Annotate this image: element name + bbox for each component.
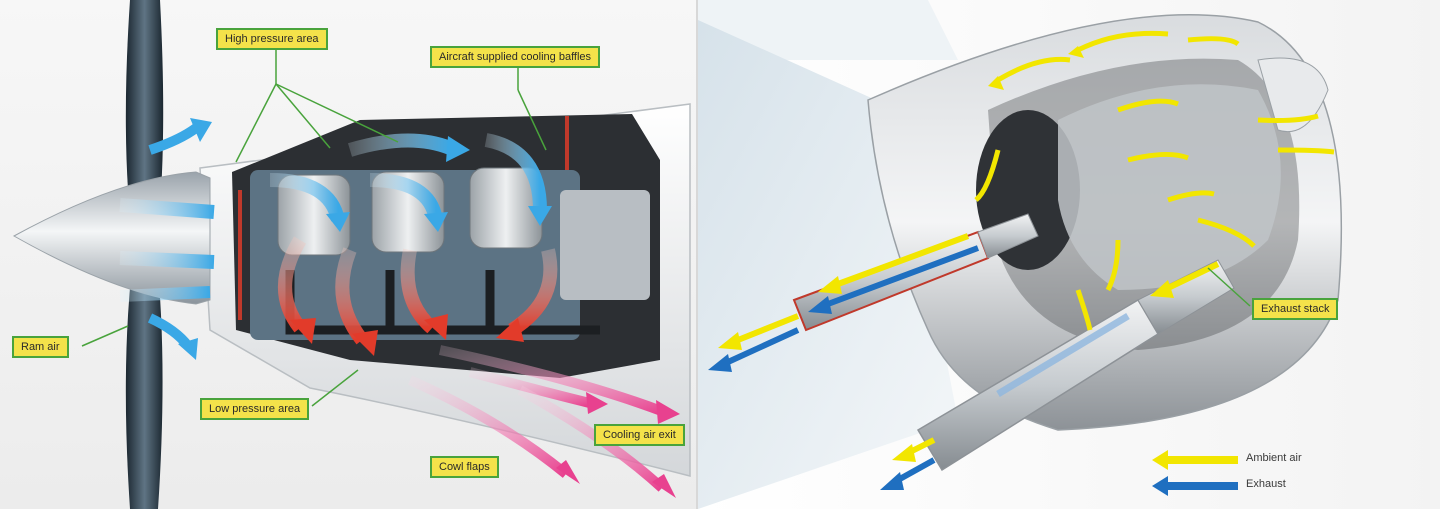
legend-ambient-air: Ambient air bbox=[1246, 452, 1302, 464]
hot-air-arrowhead bbox=[424, 314, 448, 340]
ram-air-arrowhead bbox=[190, 118, 212, 142]
hot-air-arrow bbox=[335, 247, 368, 345]
hot-air-arrow bbox=[400, 248, 437, 334]
cool-air-arrow bbox=[269, 173, 345, 222]
cowl-flaps-label: Cowl flaps bbox=[430, 456, 499, 478]
exit-air-arrow bbox=[468, 367, 596, 409]
high-pressure-area-label: High pressure area bbox=[216, 28, 328, 50]
engine-cooling-illustration bbox=[12, 0, 691, 509]
exit-air-arrowhead bbox=[652, 474, 676, 498]
panel-divider bbox=[696, 0, 698, 509]
wing-upper bbox=[698, 0, 958, 60]
exit-air-arrowhead bbox=[556, 460, 580, 484]
ram-air-arrow bbox=[148, 123, 199, 155]
cooling-baffles-label: Aircraft supplied cooling baffles bbox=[430, 46, 601, 68]
hot-air-arrowhead bbox=[290, 318, 316, 344]
exit-air-arrow bbox=[438, 345, 666, 417]
cool-air-arrow bbox=[347, 133, 453, 157]
ram-air-arrow bbox=[119, 251, 215, 269]
exhaust-system-diagram: Exhaust stack Ambient air Exhaust bbox=[698, 0, 1440, 509]
legend-ambient-arrow bbox=[1152, 450, 1238, 470]
exhaust-stack-upper-joint bbox=[977, 213, 1039, 259]
exhaust-stack-label: Exhaust stack bbox=[1252, 298, 1339, 320]
spinner bbox=[12, 171, 211, 305]
cool-air-arrow bbox=[484, 133, 547, 211]
ram-air-arrow bbox=[119, 286, 211, 302]
exit-air-arrow bbox=[407, 375, 570, 478]
engine-accessory-section bbox=[560, 190, 650, 300]
ram-air-arrow bbox=[119, 198, 215, 219]
hot-air-arrowhead bbox=[352, 330, 378, 356]
cool-air-arrow bbox=[369, 173, 443, 222]
cool-air-arrowhead bbox=[528, 206, 552, 226]
engine-body bbox=[1058, 84, 1281, 291]
exhaust-arrows bbox=[708, 245, 1130, 490]
exhaust-stack-lower-joint bbox=[1137, 259, 1235, 335]
exhaust-stack-leader bbox=[1207, 267, 1251, 307]
cool-air-arrowhead bbox=[446, 136, 470, 162]
cool-air-arrowhead bbox=[326, 212, 350, 232]
ambient-air-arrows bbox=[718, 233, 1220, 462]
legend-exhaust: Exhaust bbox=[1246, 478, 1286, 490]
swirl-arrowhead bbox=[988, 76, 1004, 90]
cooling-air-exit-label: Cooling air exit bbox=[594, 424, 685, 446]
cooling-swirl-arrows bbox=[974, 30, 1335, 331]
exit-air-arrowhead bbox=[586, 392, 608, 414]
hot-air-arrowhead bbox=[496, 318, 524, 342]
legend-exhaust-arrow bbox=[1152, 476, 1238, 496]
exhaust-system-illustration bbox=[698, 0, 1343, 509]
exit-air-arrowhead bbox=[656, 400, 680, 424]
swirl-arrowhead bbox=[1068, 46, 1084, 58]
ram-air-label: Ram air bbox=[12, 336, 69, 358]
spinner-right bbox=[1257, 57, 1329, 132]
engine-cooling-diagram: High pressure area Aircraft supplied coo… bbox=[0, 0, 696, 509]
leader-lines bbox=[81, 46, 547, 407]
low-pressure-area-label: Low pressure area bbox=[200, 398, 310, 420]
ram-air-arrowhead bbox=[178, 338, 198, 360]
cool-air-arrowhead bbox=[424, 212, 448, 232]
hot-air-arrow bbox=[508, 248, 558, 336]
